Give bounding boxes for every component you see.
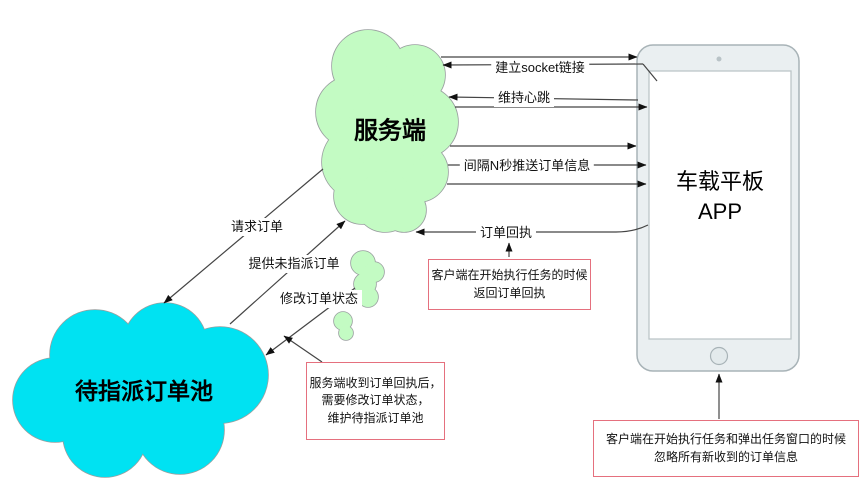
note-server-line2: 需要修改订单状态， <box>321 393 430 408</box>
camera-dot-icon <box>716 56 722 62</box>
label-modify-status: 修改订单状态 <box>275 290 363 308</box>
note-server-line3: 维护待指派订单池 <box>327 410 424 425</box>
label-order-receipt: 订单回执 <box>475 224 537 242</box>
arrow-note-to-pool <box>283 335 323 363</box>
note-receipt-line2: 返回订单回执 <box>473 285 546 300</box>
note-receipt: 客户端在开始执行任务的时候 返回订单回执 <box>428 259 591 310</box>
tablet-screen <box>648 70 792 340</box>
note-receipt-line1: 客户端在开始执行任务的时候 <box>431 268 588 282</box>
arrow-request-order <box>163 168 324 304</box>
label-establish-socket: 建立socket链接 <box>491 59 589 77</box>
tablet-label-line1: 车载平板 <box>675 169 765 194</box>
order-pool-label: 待指派订单池 <box>75 378 213 404</box>
server-cloud-shape <box>315 29 459 233</box>
note-ignore: 客户端在开始执行任务和弹出任务窗口的时候 忽略所有新收到的订单信息 <box>593 420 859 477</box>
arrow-socket-bend <box>642 63 658 82</box>
label-push-orders: 间隔N秒推送订单信息 <box>459 157 595 175</box>
tablet-device <box>636 44 800 372</box>
label-heartbeat: 维持心跳 <box>493 89 555 107</box>
label-provide-unassigned: 提供未指派订单 <box>244 255 344 273</box>
server-cloud-label: 服务端 <box>354 117 426 145</box>
note-ignore-line1: 客户端在开始执行任务和弹出任务窗口的时候 <box>605 432 846 446</box>
label-request-order: 请求订单 <box>226 218 288 236</box>
arrow-receipt-to-server <box>415 224 649 236</box>
tablet-label: 车载平板 APP <box>676 167 764 227</box>
note-server: 服务端收到订单回执后， 需要修改订单状态， 维护待指派订单池 <box>306 362 445 440</box>
thought-blob-small <box>333 311 354 341</box>
order-pool-cloud-shape <box>12 302 269 478</box>
note-ignore-line2: 忽略所有新收到的订单信息 <box>653 449 798 464</box>
home-button <box>709 346 729 366</box>
note-server-line1: 服务端收到订单回执后， <box>309 375 442 390</box>
tablet-label-line2: APP <box>697 199 743 224</box>
